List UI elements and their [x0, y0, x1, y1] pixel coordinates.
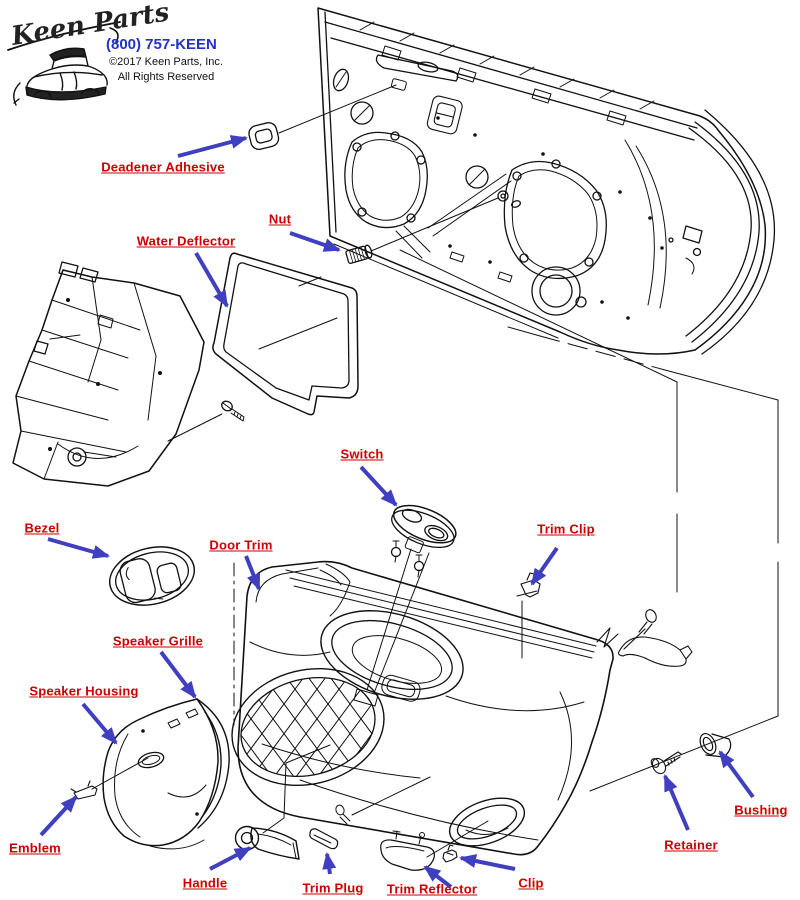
callout-retainer[interactable]: Retainer [664, 837, 718, 853]
callout-trim-reflector[interactable]: Trim Reflector [386, 881, 478, 897]
arrow-emblem [39, 795, 78, 837]
trim-plug-part [309, 828, 339, 850]
callout-bezel[interactable]: Bezel [24, 520, 60, 536]
deadener-adhesive-part [248, 78, 407, 151]
arrow-bezel [47, 537, 110, 559]
arrow-water-deflector [194, 251, 229, 308]
arrow-nut [289, 231, 341, 252]
phone-number: (800) 757-KEEN [106, 36, 217, 53]
trim-reflector-part [380, 830, 435, 871]
callout-trim-plug[interactable]: Trim Plug [302, 880, 364, 896]
copyright-line1: ©2017 Keen Parts, Inc. [109, 56, 223, 68]
callout-bushing[interactable]: Bushing [734, 802, 788, 818]
arrow-trim-clip [530, 546, 559, 586]
bushing-part [699, 733, 732, 758]
callout-handle[interactable]: Handle [182, 875, 228, 891]
callout-trim-clip[interactable]: Trim Clip [537, 521, 595, 537]
door-trim-panel-drawing [230, 560, 614, 858]
callout-emblem[interactable]: Emblem [9, 840, 61, 856]
callout-speaker-housing[interactable]: Speaker Housing [29, 683, 139, 699]
bezel-part [108, 546, 196, 606]
door-inner-panel-drawing [317, 7, 776, 355]
arrow-switch [359, 465, 398, 507]
copyright: ©2017 Keen Parts, Inc. All Rights Reserv… [94, 55, 238, 85]
callout-water-deflector[interactable]: Water Deflector [136, 233, 236, 249]
arrow-door-trim [244, 555, 261, 591]
trim-clip-part [516, 572, 541, 659]
callout-deadener-adhesive[interactable]: Deadener Adhesive [101, 159, 225, 175]
arrow-handle [209, 846, 252, 871]
projection-lines [399, 249, 779, 792]
arrow-speaker-housing [81, 702, 118, 745]
copyright-line2: All Rights Reserved [117, 70, 215, 83]
callout-nut[interactable]: Nut [268, 211, 292, 227]
clip-part [442, 844, 458, 863]
arrow-trim-reflector [423, 865, 453, 889]
emblem-part [70, 757, 149, 800]
switch-part [366, 504, 457, 694]
callout-door-trim[interactable]: Door Trim [209, 537, 273, 553]
arrow-speaker-grille [159, 650, 197, 699]
retainer-part [650, 751, 682, 775]
bracket-screw-drawing [596, 609, 693, 667]
callout-switch[interactable]: Switch [340, 446, 384, 462]
arrow-bushing [718, 750, 755, 799]
arrow-deadener-adhesive [177, 135, 248, 158]
arrow-clip [459, 854, 516, 871]
door-structure-drawing [12, 261, 205, 487]
nut-part [345, 197, 499, 264]
callout-speaker-grille[interactable]: Speaker Grille [112, 633, 204, 649]
callout-arrows [39, 135, 755, 889]
water-deflector-part [167, 252, 359, 442]
logo-car-sketch [7, 21, 121, 106]
arrow-trim-plug [322, 852, 337, 875]
callout-clip[interactable]: Clip [518, 875, 544, 891]
arrow-retainer [663, 774, 690, 831]
speaker-housing-part [102, 698, 230, 850]
speaker-grille-part [196, 698, 230, 829]
